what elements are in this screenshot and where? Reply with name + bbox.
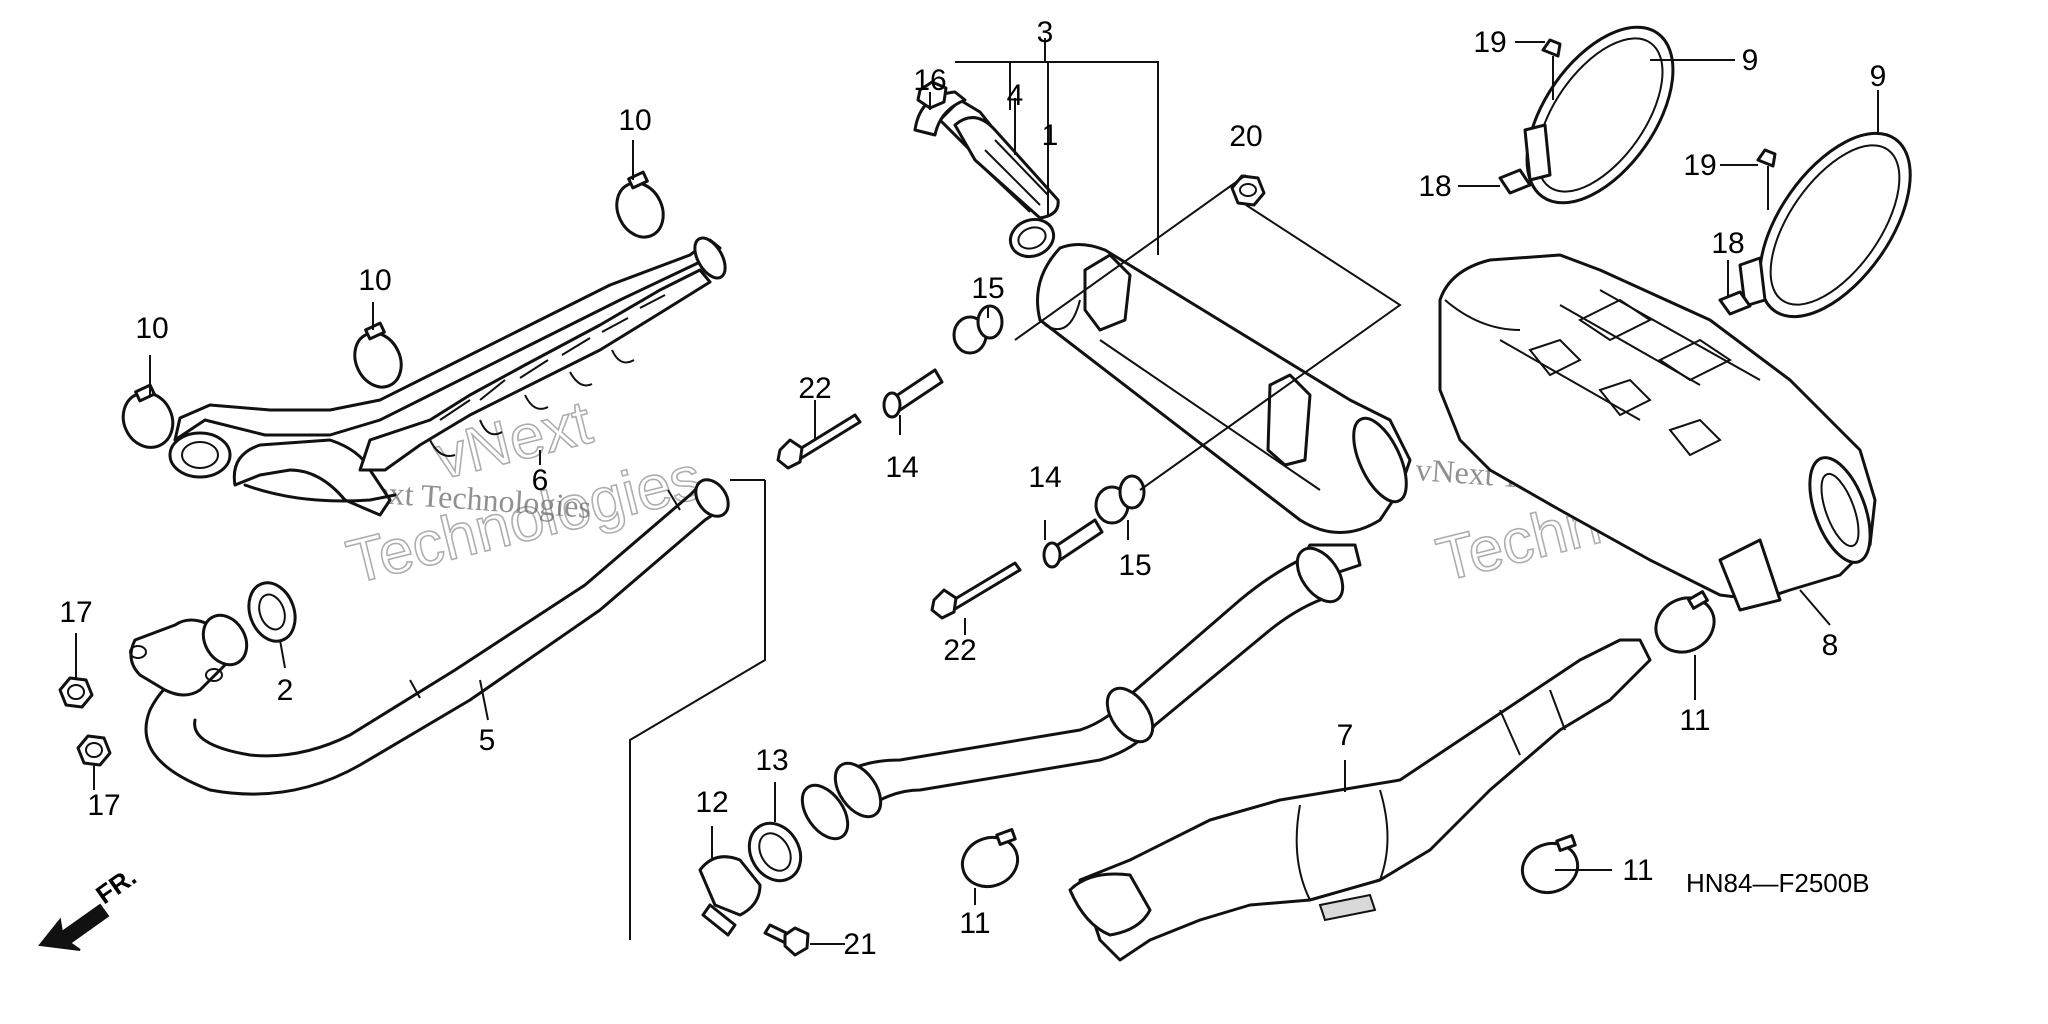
part-6-front-pipe-shield (168, 236, 727, 517)
part-4-spark-arrester (913, 80, 1060, 259)
callout-17-top: 17 (59, 596, 92, 629)
callout-16: 16 (913, 64, 946, 97)
part-15-bushings (952, 304, 1146, 525)
front-marker-label: FR. (90, 861, 142, 910)
callout-1: 1 (1042, 119, 1059, 152)
leader-lines (75, 38, 1879, 945)
callout-9-left: 9 (1742, 44, 1759, 77)
callout-9-right: 9 (1870, 60, 1887, 93)
callout-15-top: 15 (971, 272, 1004, 305)
callout-14-left: 14 (885, 451, 918, 484)
callout-22-top: 22 (798, 372, 831, 405)
muffler-joint-pipe (800, 546, 1345, 841)
part-5-exhaust-pipe (129, 478, 730, 796)
callout-11-left: 11 (959, 907, 990, 940)
callout-6: 6 (532, 464, 549, 497)
part-13-sleeve (747, 821, 803, 883)
callout-20: 20 (1229, 120, 1262, 153)
part-20-nut (1230, 174, 1266, 207)
front-direction-arrow: FR. (38, 861, 142, 951)
part-9-band-upper (1498, 25, 1675, 205)
callout-12: 12 (695, 786, 728, 819)
callout-17-bottom: 17 (87, 789, 120, 822)
callout-5: 5 (479, 724, 496, 757)
part-12-clamp (698, 855, 810, 957)
part-1-gasket (1008, 217, 1056, 259)
part-19-bolt-lower (1756, 148, 1777, 168)
part-9-band-lower (1718, 131, 1912, 319)
callout-2: 2 (277, 674, 294, 707)
part-22-bolts (776, 413, 1022, 620)
callout-22-bottom: 22 (943, 634, 976, 667)
callout-3: 3 (1037, 16, 1054, 49)
callout-18-top: 18 (1418, 170, 1451, 203)
callout-8: 8 (1822, 629, 1839, 662)
callout-19-right: 19 (1683, 149, 1716, 182)
part-14-collars (882, 368, 1104, 569)
callout-10-mid: 10 (358, 264, 391, 297)
callout-11-right: 11 (1622, 854, 1653, 887)
callout-7: 7 (1337, 719, 1354, 752)
part-2-gasket (247, 581, 297, 643)
callout-11-upper: 11 (1679, 704, 1710, 737)
callout-13: 13 (755, 744, 788, 777)
part-11-clamps (960, 590, 1716, 895)
part-8-muffler-heat-shield (1438, 253, 1877, 612)
callout-10-left: 10 (135, 312, 168, 345)
callout-19-top: 19 (1473, 26, 1506, 59)
callout-18-right: 18 (1711, 227, 1744, 260)
callout-4: 4 (1007, 79, 1024, 112)
callout-labels: 3 16 4 1 20 15 15 22 22 14 14 10 10 10 6… (59, 16, 1886, 961)
part-16-bolt (916, 80, 948, 110)
part-18-nut-upper (1498, 168, 1532, 195)
callout-21: 21 (843, 928, 876, 961)
callout-14-right: 14 (1028, 461, 1061, 494)
part-17-nuts (58, 676, 112, 767)
part-19-bolt-upper (1541, 38, 1562, 58)
callout-10-top: 10 (618, 104, 651, 137)
part-7-lower-heat-shield (1068, 638, 1652, 962)
diagram-part-code: HN84—F2500B (1686, 868, 1870, 898)
callout-15-bottom: 15 (1118, 549, 1151, 582)
